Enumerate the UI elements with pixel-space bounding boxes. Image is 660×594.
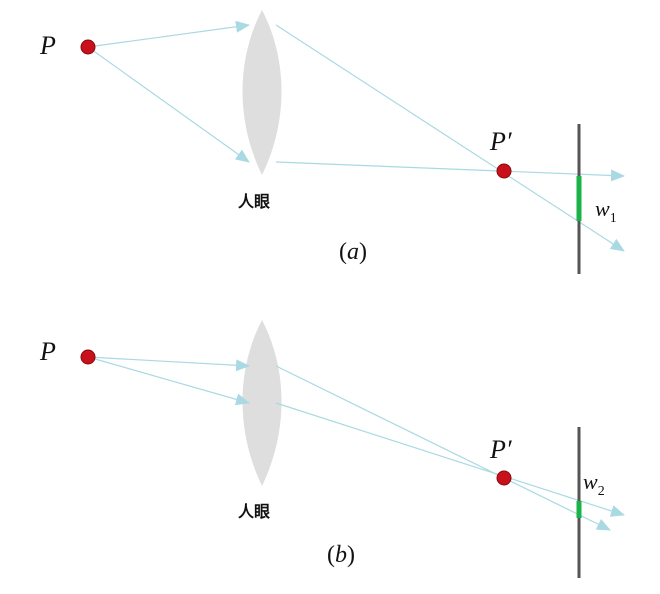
eye-lens-a	[242, 10, 282, 175]
caption-a-var: a	[347, 239, 359, 265]
width-label-a: w1	[595, 196, 617, 226]
image-point-a	[496, 163, 512, 179]
ray-b-upper-incoming	[87, 356, 250, 372]
image-point-b	[496, 470, 512, 486]
caption-b: (b)	[327, 542, 355, 568]
image-label-a: P′	[489, 127, 512, 156]
object-label-b: P	[39, 337, 56, 366]
eye-label-a: 人眼	[238, 192, 270, 211]
image-label-b: P′	[489, 435, 512, 464]
panel-b: P P′ 人眼 w2 (b)	[39, 320, 625, 578]
caption-b-var: b	[335, 542, 347, 568]
caption-a: (a)	[339, 239, 367, 265]
ray-a-upper-incoming	[87, 20, 250, 48]
width-sub-b: 2	[598, 484, 605, 499]
caption-a-close: )	[359, 239, 367, 265]
width-sub-a: 1	[610, 211, 617, 226]
ray-b-lower-outgoing	[275, 402, 625, 517]
ray-b-upper-outgoing	[275, 365, 611, 531]
caption-b-close: )	[347, 542, 355, 568]
caption-b-open: (	[327, 542, 335, 568]
ray-a-lower-incoming	[87, 46, 250, 163]
eye-lens-b	[242, 320, 282, 486]
ray-a-lower-outgoing	[275, 161, 625, 182]
width-var-a: w	[595, 196, 610, 221]
object-point-b	[80, 349, 96, 365]
ray-b-lower-incoming	[87, 356, 250, 406]
caption-a-open: (	[339, 239, 347, 265]
panel-a: P P′ 人眼 w1 (a)	[39, 10, 625, 274]
object-label-a: P	[39, 31, 56, 60]
object-point-a	[80, 39, 96, 55]
width-label-b: w2	[583, 469, 605, 499]
ray-a-upper-outgoing	[275, 24, 625, 252]
width-var-b: w	[583, 469, 598, 494]
eye-label-b: 人眼	[238, 502, 270, 521]
